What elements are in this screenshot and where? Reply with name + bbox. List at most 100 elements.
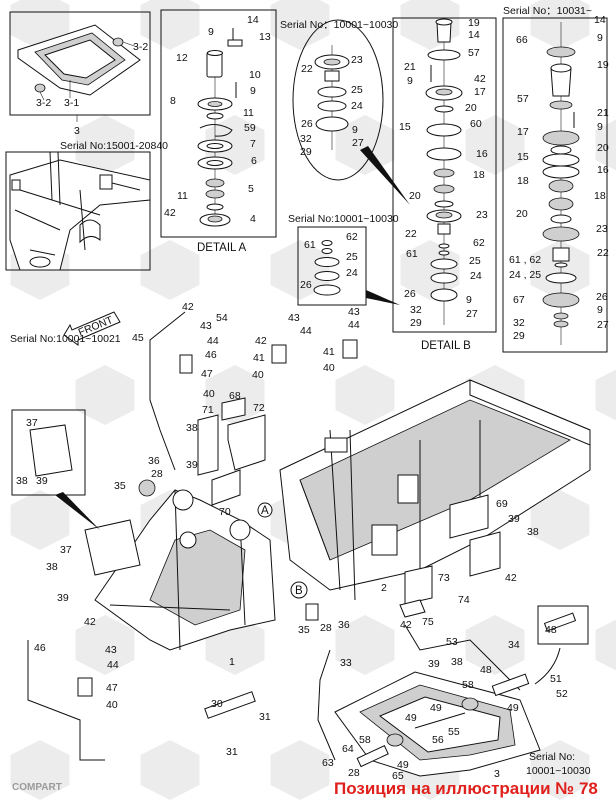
callout-58: 58 (462, 679, 474, 691)
callout-9: 9 (352, 124, 358, 136)
inset-frame-10031 (502, 17, 608, 353)
hose-34 (404, 624, 521, 691)
serial-label-10021: Serial No:10001~10021 (10, 333, 121, 345)
callout-30: 30 (211, 698, 223, 710)
callout-56: 56 (432, 734, 444, 746)
callout-63: 63 (322, 757, 334, 769)
callout-42: 42 (182, 301, 194, 313)
callout-23: 23 (476, 209, 488, 221)
callout-11: 11 (177, 190, 188, 202)
hose-33 (317, 649, 336, 761)
callout-27: 27 (466, 308, 478, 320)
watermark-hexagon (10, 740, 70, 800)
callout-20: 20 (465, 102, 477, 114)
callout-4: 4 (250, 213, 256, 225)
callout-24: 24 (346, 267, 358, 279)
callout-11: 11 (243, 107, 254, 119)
callout-6: 6 (251, 155, 257, 167)
callout-10: 10 (249, 69, 261, 81)
watermark-hexagon (270, 240, 330, 300)
callout-22: 22 (301, 63, 313, 75)
callout-36: 36 (338, 619, 350, 631)
detail-a-parts (197, 28, 243, 227)
callout-26: 26 (300, 279, 312, 291)
hose-46 (27, 640, 105, 761)
callout-39: 39 (428, 658, 440, 670)
serial-10031-parts (542, 22, 580, 345)
callout-29: 29 (410, 317, 422, 329)
callout-61: 61 (304, 239, 316, 251)
callout-49: 49 (405, 712, 417, 724)
callout-19: 19 (468, 17, 480, 29)
detail-b-frame (392, 17, 497, 333)
callout-3-2: 3-2 (36, 97, 51, 109)
watermark-hexagon (140, 240, 200, 300)
callout-24-25: 24 , 25 (509, 269, 541, 281)
inset-frame-10021 (11, 409, 86, 496)
watermark-hexagon (75, 115, 135, 175)
callout-17: 17 (517, 126, 529, 138)
callout-9: 9 (407, 75, 413, 87)
callout-39: 39 (36, 475, 48, 487)
detail-a-frame (160, 9, 277, 238)
callout-3-2: 3-2 (133, 41, 148, 53)
detail-b-title: DETAIL B (421, 340, 471, 352)
callout-24: 24 (470, 270, 482, 282)
callout-33: 33 (340, 657, 352, 669)
callout-41: 41 (253, 352, 265, 364)
callout-62: 62 (473, 237, 485, 249)
callout-26: 26 (301, 118, 313, 130)
watermark-hexagon (75, 615, 135, 675)
serial-label-10001-a: Serial No：10001~10030 (280, 19, 398, 31)
serial-label-10001-b: Serial No:10001~10030 (288, 213, 399, 225)
callout-23: 23 (351, 54, 363, 66)
pins-and-bushings (77, 339, 358, 719)
plate-37-inset (29, 424, 73, 477)
callout-40: 40 (252, 369, 264, 381)
inset-frame-48 (537, 605, 589, 645)
callout-61: 61 (406, 248, 418, 260)
callout-29: 29 (300, 146, 312, 158)
callout-24: 24 (351, 100, 363, 112)
pointer-arrow-2 (366, 290, 400, 305)
callout-9: 9 (597, 304, 603, 316)
callout-27: 27 (352, 137, 364, 149)
hose-45 (149, 311, 186, 471)
callout-70: 70 (219, 506, 231, 518)
callout-57: 57 (517, 93, 529, 105)
callout-67: 67 (513, 294, 525, 306)
callout-42: 42 (164, 207, 176, 219)
callout-71: 71 (202, 404, 214, 416)
callout-44: 44 (300, 325, 312, 337)
watermark-hexagon (530, 490, 590, 550)
watermark-hexagon (465, 115, 525, 175)
watermark-hexagon (140, 0, 200, 50)
callout-28: 28 (320, 622, 332, 634)
watermark-hexagon (10, 490, 70, 550)
pointer-arrow (360, 146, 410, 205)
callout-57: 57 (468, 47, 480, 59)
callout-39: 39 (57, 592, 69, 604)
callout-37: 37 (60, 544, 72, 556)
callout-43: 43 (200, 320, 212, 332)
callout-48: 48 (480, 664, 492, 676)
callout-40: 40 (203, 388, 215, 400)
callout-64: 64 (342, 743, 354, 755)
callout-27: 27 (597, 319, 609, 331)
callout-61-62: 61 , 62 (509, 254, 541, 266)
callout-20: 20 (516, 208, 528, 220)
callout-32: 32 (300, 133, 312, 145)
callout-3: 3 (494, 768, 500, 780)
marker-a: A (261, 505, 269, 517)
callout-53: 53 (446, 636, 458, 648)
front-arrow (63, 311, 121, 346)
callout-16: 16 (597, 164, 609, 176)
callout-31: 31 (259, 711, 271, 723)
callout-43: 43 (288, 312, 300, 324)
callout-20: 20 (409, 190, 421, 202)
callout-55: 55 (448, 726, 460, 738)
callout-28: 28 (151, 468, 163, 480)
callout-29: 29 (513, 330, 525, 342)
